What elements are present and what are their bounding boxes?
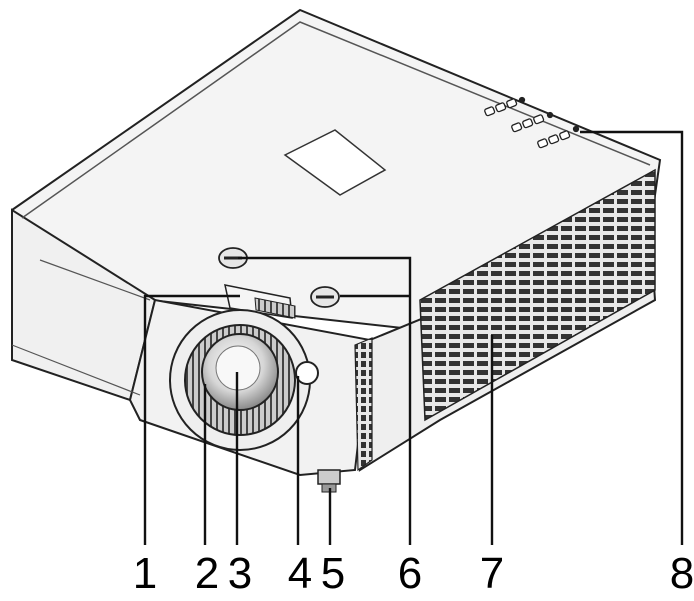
air-vent [419, 168, 656, 422]
callout-2: 2 [194, 549, 220, 598]
leader-lines [143, 130, 684, 545]
air-vent-front [354, 337, 373, 472]
callout-3: 3 [227, 549, 253, 598]
callout-6: 6 [397, 549, 423, 598]
ir-receiver [295, 361, 319, 385]
callout-5: 5 [320, 549, 346, 598]
control-keypad [484, 96, 580, 149]
callout-1: 1 [132, 549, 158, 598]
lens-assembly [169, 309, 311, 451]
callout-8: 8 [669, 549, 694, 598]
top-window [283, 129, 387, 196]
callout-4: 4 [287, 549, 313, 598]
callout-7: 7 [479, 549, 505, 598]
lens-shift-knobs [218, 247, 340, 308]
